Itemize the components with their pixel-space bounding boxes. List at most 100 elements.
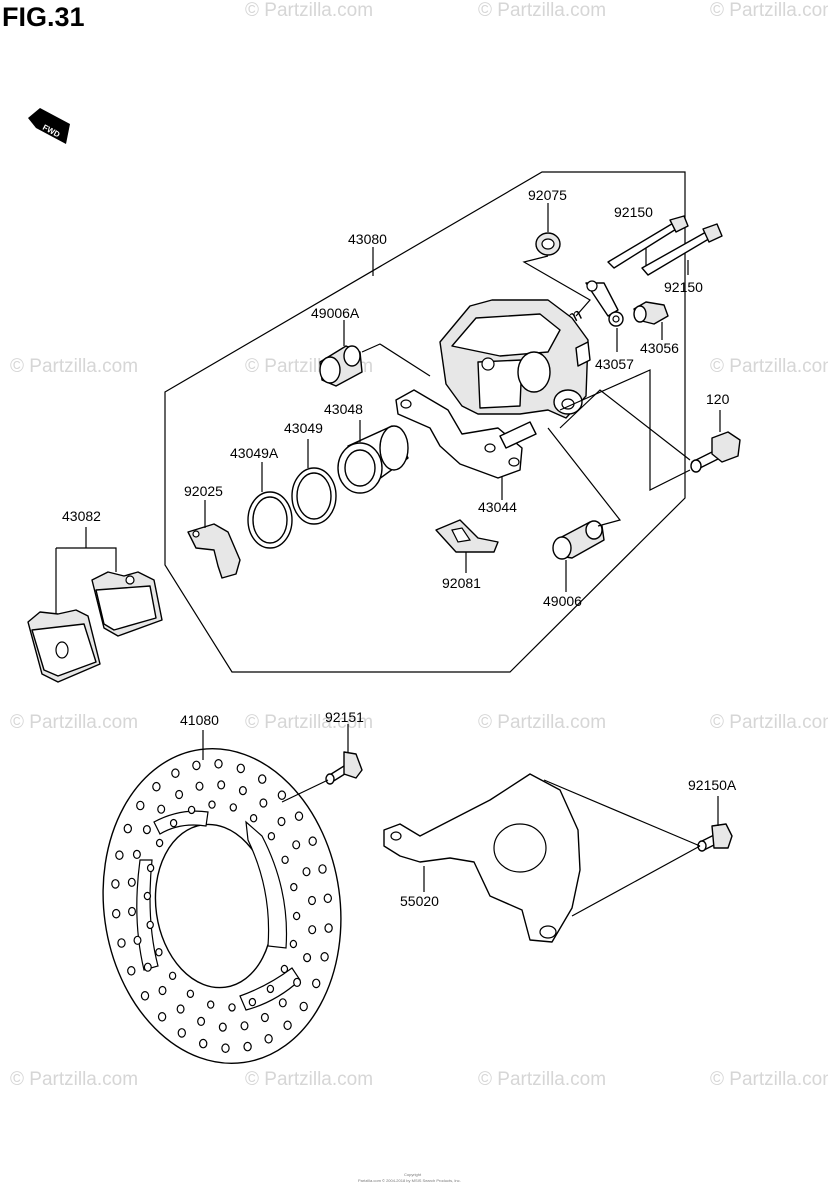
disc-vent-hole <box>289 939 298 949</box>
part-43080-caliper-body <box>439 299 591 419</box>
disc-vent-hole <box>260 1012 269 1023</box>
disc-vent-hole <box>292 911 301 921</box>
disc-vent-hole <box>281 855 289 865</box>
label-41080: 41080 <box>180 712 219 728</box>
part-92150A-bolt <box>697 823 733 852</box>
watermark: © Partzilla.com <box>710 1069 828 1090</box>
figure-title: FIG.31 <box>2 2 85 32</box>
disc-vent-hole <box>283 1020 292 1031</box>
disc-vent-hole <box>146 863 155 873</box>
disc-vent-hole <box>248 997 257 1007</box>
part-43044-bracket <box>395 389 537 479</box>
label-120: 120 <box>706 391 730 407</box>
disc-vent-hole <box>171 768 180 778</box>
label-43049: 43049 <box>284 420 323 436</box>
disc-vent-hole <box>157 1011 167 1022</box>
watermark: © Partzilla.com <box>245 1069 373 1090</box>
watermark: © Partzilla.com <box>245 712 373 733</box>
watermark: © Partzilla.com <box>710 0 828 21</box>
label-92081: 92081 <box>442 575 481 591</box>
part-92081-clip <box>435 519 499 553</box>
disc-vent-hole <box>323 893 332 904</box>
disc-vent-hole <box>258 774 267 784</box>
disc-vent-hole <box>293 977 302 988</box>
label-92150: 92150 <box>614 204 653 220</box>
part-43049A-seal <box>247 491 293 549</box>
disc-vent-hole <box>143 962 152 972</box>
disc-vent-hole <box>277 790 287 800</box>
disc-vent-hole <box>308 836 317 846</box>
label-43056: 43056 <box>640 340 679 356</box>
disc-vent-hole <box>264 1034 273 1044</box>
disc-vent-hole <box>318 864 327 874</box>
disc-vent-hole <box>240 1021 249 1031</box>
disc-vent-hole <box>320 951 329 962</box>
disc-vent-hole <box>197 1016 206 1027</box>
label-92075: 92075 <box>528 187 567 203</box>
label-43082: 43082 <box>62 508 101 524</box>
label-49006: 49006 <box>543 593 582 609</box>
watermark: © Partzilla.com <box>478 1069 606 1090</box>
disc-vent-hole <box>157 804 166 814</box>
disc-vent-hole <box>132 849 141 860</box>
disc-vent-hole <box>229 803 237 812</box>
disc-vent-hole <box>267 832 276 841</box>
disc-vent-hole <box>290 882 298 892</box>
disc-vent-hole <box>214 758 223 769</box>
disc-vent-hole <box>218 1022 227 1032</box>
copyright-line: Partzilla.com © 2004-2018 by MSIS Search… <box>358 1178 461 1183</box>
part-49006A-boot <box>319 345 363 387</box>
disc-vent-hole <box>266 984 275 994</box>
part-49006-boot <box>552 520 605 560</box>
disc-vent-hole <box>294 811 304 821</box>
watermark: © Partzilla.com <box>10 1069 138 1090</box>
disc-vent-hole <box>158 985 167 996</box>
label-55020: 55020 <box>400 893 439 909</box>
disc-vent-hole <box>277 816 286 827</box>
disc-vent-hole <box>299 1001 308 1012</box>
disc-vent-hole <box>186 989 195 999</box>
disc-vent-hole <box>249 814 258 823</box>
disc-vent-hole <box>128 906 137 917</box>
copyright-line: Copyright <box>404 1172 422 1177</box>
disc-vent-hole <box>308 895 317 906</box>
disc-vent-hole <box>169 818 178 828</box>
label-43049A: 43049A <box>230 445 279 461</box>
disc-vent-hole <box>259 798 268 808</box>
disc-vent-hole <box>292 840 301 850</box>
part-92150-pin-b <box>641 223 723 276</box>
disc-vent-hole <box>187 805 196 815</box>
label-92150A: 92150A <box>688 777 737 793</box>
part-43056-bleed-screw <box>633 301 669 325</box>
disc-vent-hole <box>303 952 312 963</box>
part-55020-bracket <box>383 773 581 943</box>
disc-vent-hole <box>177 1028 186 1038</box>
disc-vent-hole <box>143 891 152 901</box>
disc-vent-hole <box>155 948 163 957</box>
leader-lines <box>55 203 721 917</box>
label-92150: 92150 <box>664 279 703 295</box>
watermark: © Partzilla.com <box>478 712 606 733</box>
disc-vent-hole <box>168 971 177 981</box>
label-43044: 43044 <box>478 499 517 515</box>
watermark: © Partzilla.com <box>245 0 373 21</box>
caliper-assembly-outline <box>164 171 686 673</box>
label-43048: 43048 <box>324 401 363 417</box>
disc-vent-hole <box>198 1038 208 1049</box>
disc-vent-hole <box>123 823 133 834</box>
watermark: © Partzilla.com <box>478 0 606 21</box>
disc-vent-hole <box>206 1000 215 1009</box>
disc-vent-hole <box>208 800 216 809</box>
disc-vent-hole <box>221 1043 230 1053</box>
disc-vent-hole <box>195 781 204 791</box>
part-43082-pads <box>27 571 163 683</box>
label-43080: 43080 <box>348 231 387 247</box>
watermark: © Partzilla.com <box>710 712 828 733</box>
disc-vent-hole <box>111 908 121 919</box>
part-92151-bolt <box>325 751 363 785</box>
disc-vent-hole <box>115 850 124 860</box>
disc-vent-hole <box>176 1004 185 1014</box>
disc-vent-hole <box>302 867 311 877</box>
part-43057-bleeder <box>585 280 624 327</box>
